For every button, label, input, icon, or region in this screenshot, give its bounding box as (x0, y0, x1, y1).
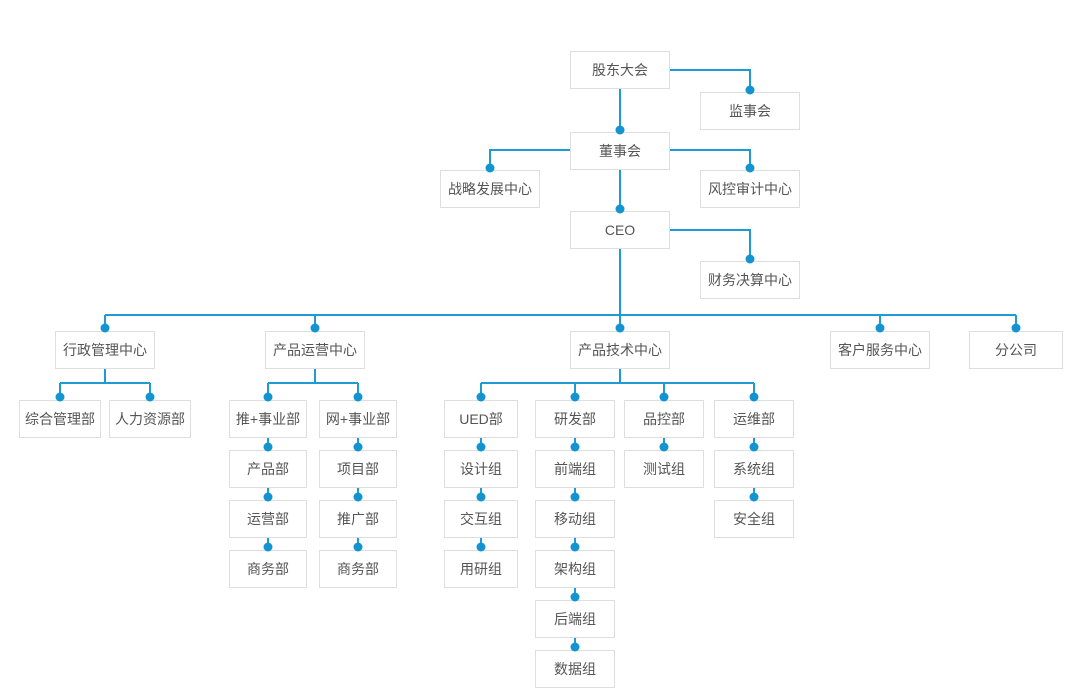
org-node-customer-service-center: 客户服务中心 (830, 331, 930, 369)
org-node-product-dept: 产品部 (229, 450, 307, 488)
org-node-ops-dept: 运维部 (714, 400, 794, 438)
org-node-data-group: 数据组 (535, 650, 615, 688)
org-node-interaction-group: 交互组 (444, 500, 518, 538)
org-node-security-group: 安全组 (714, 500, 794, 538)
org-node-risk-audit-center: 风控审计中心 (700, 170, 800, 208)
connector-line (670, 229, 751, 261)
org-node-system-group: 系统组 (714, 450, 794, 488)
org-node-product-operation-center: 产品运营中心 (265, 331, 365, 369)
org-node-product-technology-center: 产品技术中心 (570, 331, 670, 369)
org-node-admin-management-center: 行政管理中心 (55, 331, 155, 369)
connector-line (670, 149, 751, 170)
org-node-tui-business-dept: 推+事业部 (229, 400, 307, 438)
org-node-ceo: CEO (570, 211, 670, 249)
org-node-business-dept-tui: 商务部 (229, 550, 307, 588)
connector-line (489, 149, 570, 170)
org-node-architecture-group: 架构组 (535, 550, 615, 588)
org-node-ued-dept: UED部 (444, 400, 518, 438)
org-node-strategy-development-center: 战略发展中心 (440, 170, 540, 208)
org-node-design-group: 设计组 (444, 450, 518, 488)
org-node-rd-dept: 研发部 (535, 400, 615, 438)
org-node-mobile-group: 移动组 (535, 500, 615, 538)
org-node-branch-company: 分公司 (969, 331, 1063, 369)
org-node-user-research-group: 用研组 (444, 550, 518, 588)
org-node-supervisory-board: 监事会 (700, 92, 800, 130)
org-node-testing-group: 测试组 (624, 450, 704, 488)
connector-line (670, 69, 751, 92)
org-node-shareholders-meeting: 股东大会 (570, 51, 670, 89)
org-node-backend-group: 后端组 (535, 600, 615, 638)
org-node-project-dept: 项目部 (319, 450, 397, 488)
org-node-hr-dept: 人力资源部 (109, 400, 191, 438)
org-node-promotion-dept: 推广部 (319, 500, 397, 538)
org-node-frontend-group: 前端组 (535, 450, 615, 488)
org-node-finance-settlement-center: 财务决算中心 (700, 261, 800, 299)
org-node-board-of-directors: 董事会 (570, 132, 670, 170)
org-node-operation-dept: 运营部 (229, 500, 307, 538)
org-node-general-management-dept: 综合管理部 (19, 400, 101, 438)
org-node-qc-dept: 品控部 (624, 400, 704, 438)
org-node-business-dept-wang: 商务部 (319, 550, 397, 588)
org-node-wang-business-dept: 网+事业部 (319, 400, 397, 438)
